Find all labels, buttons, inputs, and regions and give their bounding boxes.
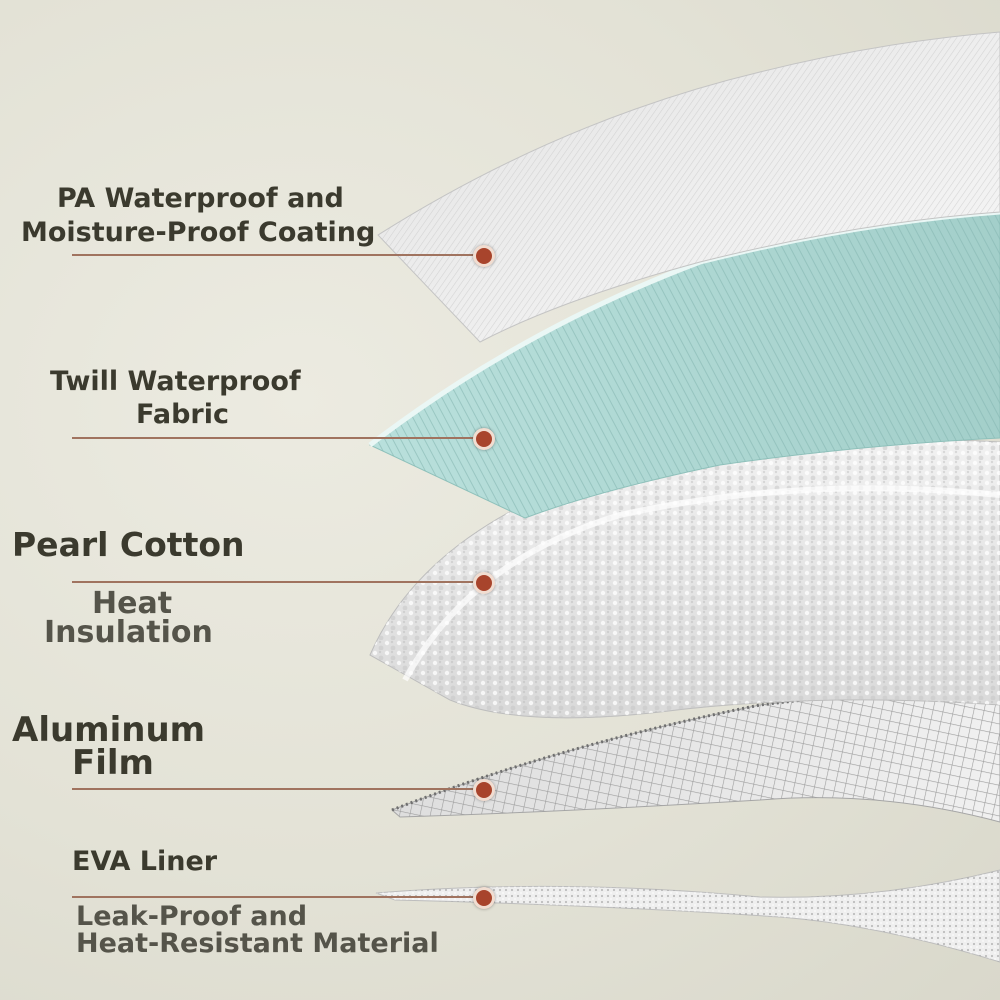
- layer-description: Heat-Resistant Material: [76, 928, 439, 959]
- layer-marker: [473, 887, 495, 909]
- layer-marker: [473, 428, 495, 450]
- layer-name: Pearl Cotton: [12, 525, 245, 564]
- layer-name: Moisture-Proof Coating: [21, 217, 376, 248]
- layer-name: Aluminum: [12, 710, 206, 750]
- layer-marker: [473, 572, 495, 594]
- layer-marker: [473, 245, 495, 267]
- twill-fabric-layer: [368, 209, 1000, 519]
- layer-name: EVA Liner: [72, 846, 218, 877]
- leader-line: [72, 254, 478, 256]
- leader-line: [72, 788, 478, 790]
- layer-marker: [473, 779, 495, 801]
- eva-liner-layer: [375, 869, 1000, 963]
- layer-description: Leak-Proof and: [76, 901, 308, 932]
- layer-name: Twill Waterproof: [50, 366, 301, 397]
- leader-line: [72, 581, 478, 583]
- aluminum-film-layer: [391, 686, 1000, 823]
- layer-name: PA Waterproof and: [57, 183, 344, 214]
- layer-description: Heat: [92, 586, 173, 621]
- layer-description: Insulation: [44, 615, 213, 650]
- leader-line: [72, 437, 478, 439]
- layer-name: Fabric: [136, 399, 229, 430]
- leader-line: [72, 896, 478, 898]
- layer-name: Film: [72, 743, 154, 783]
